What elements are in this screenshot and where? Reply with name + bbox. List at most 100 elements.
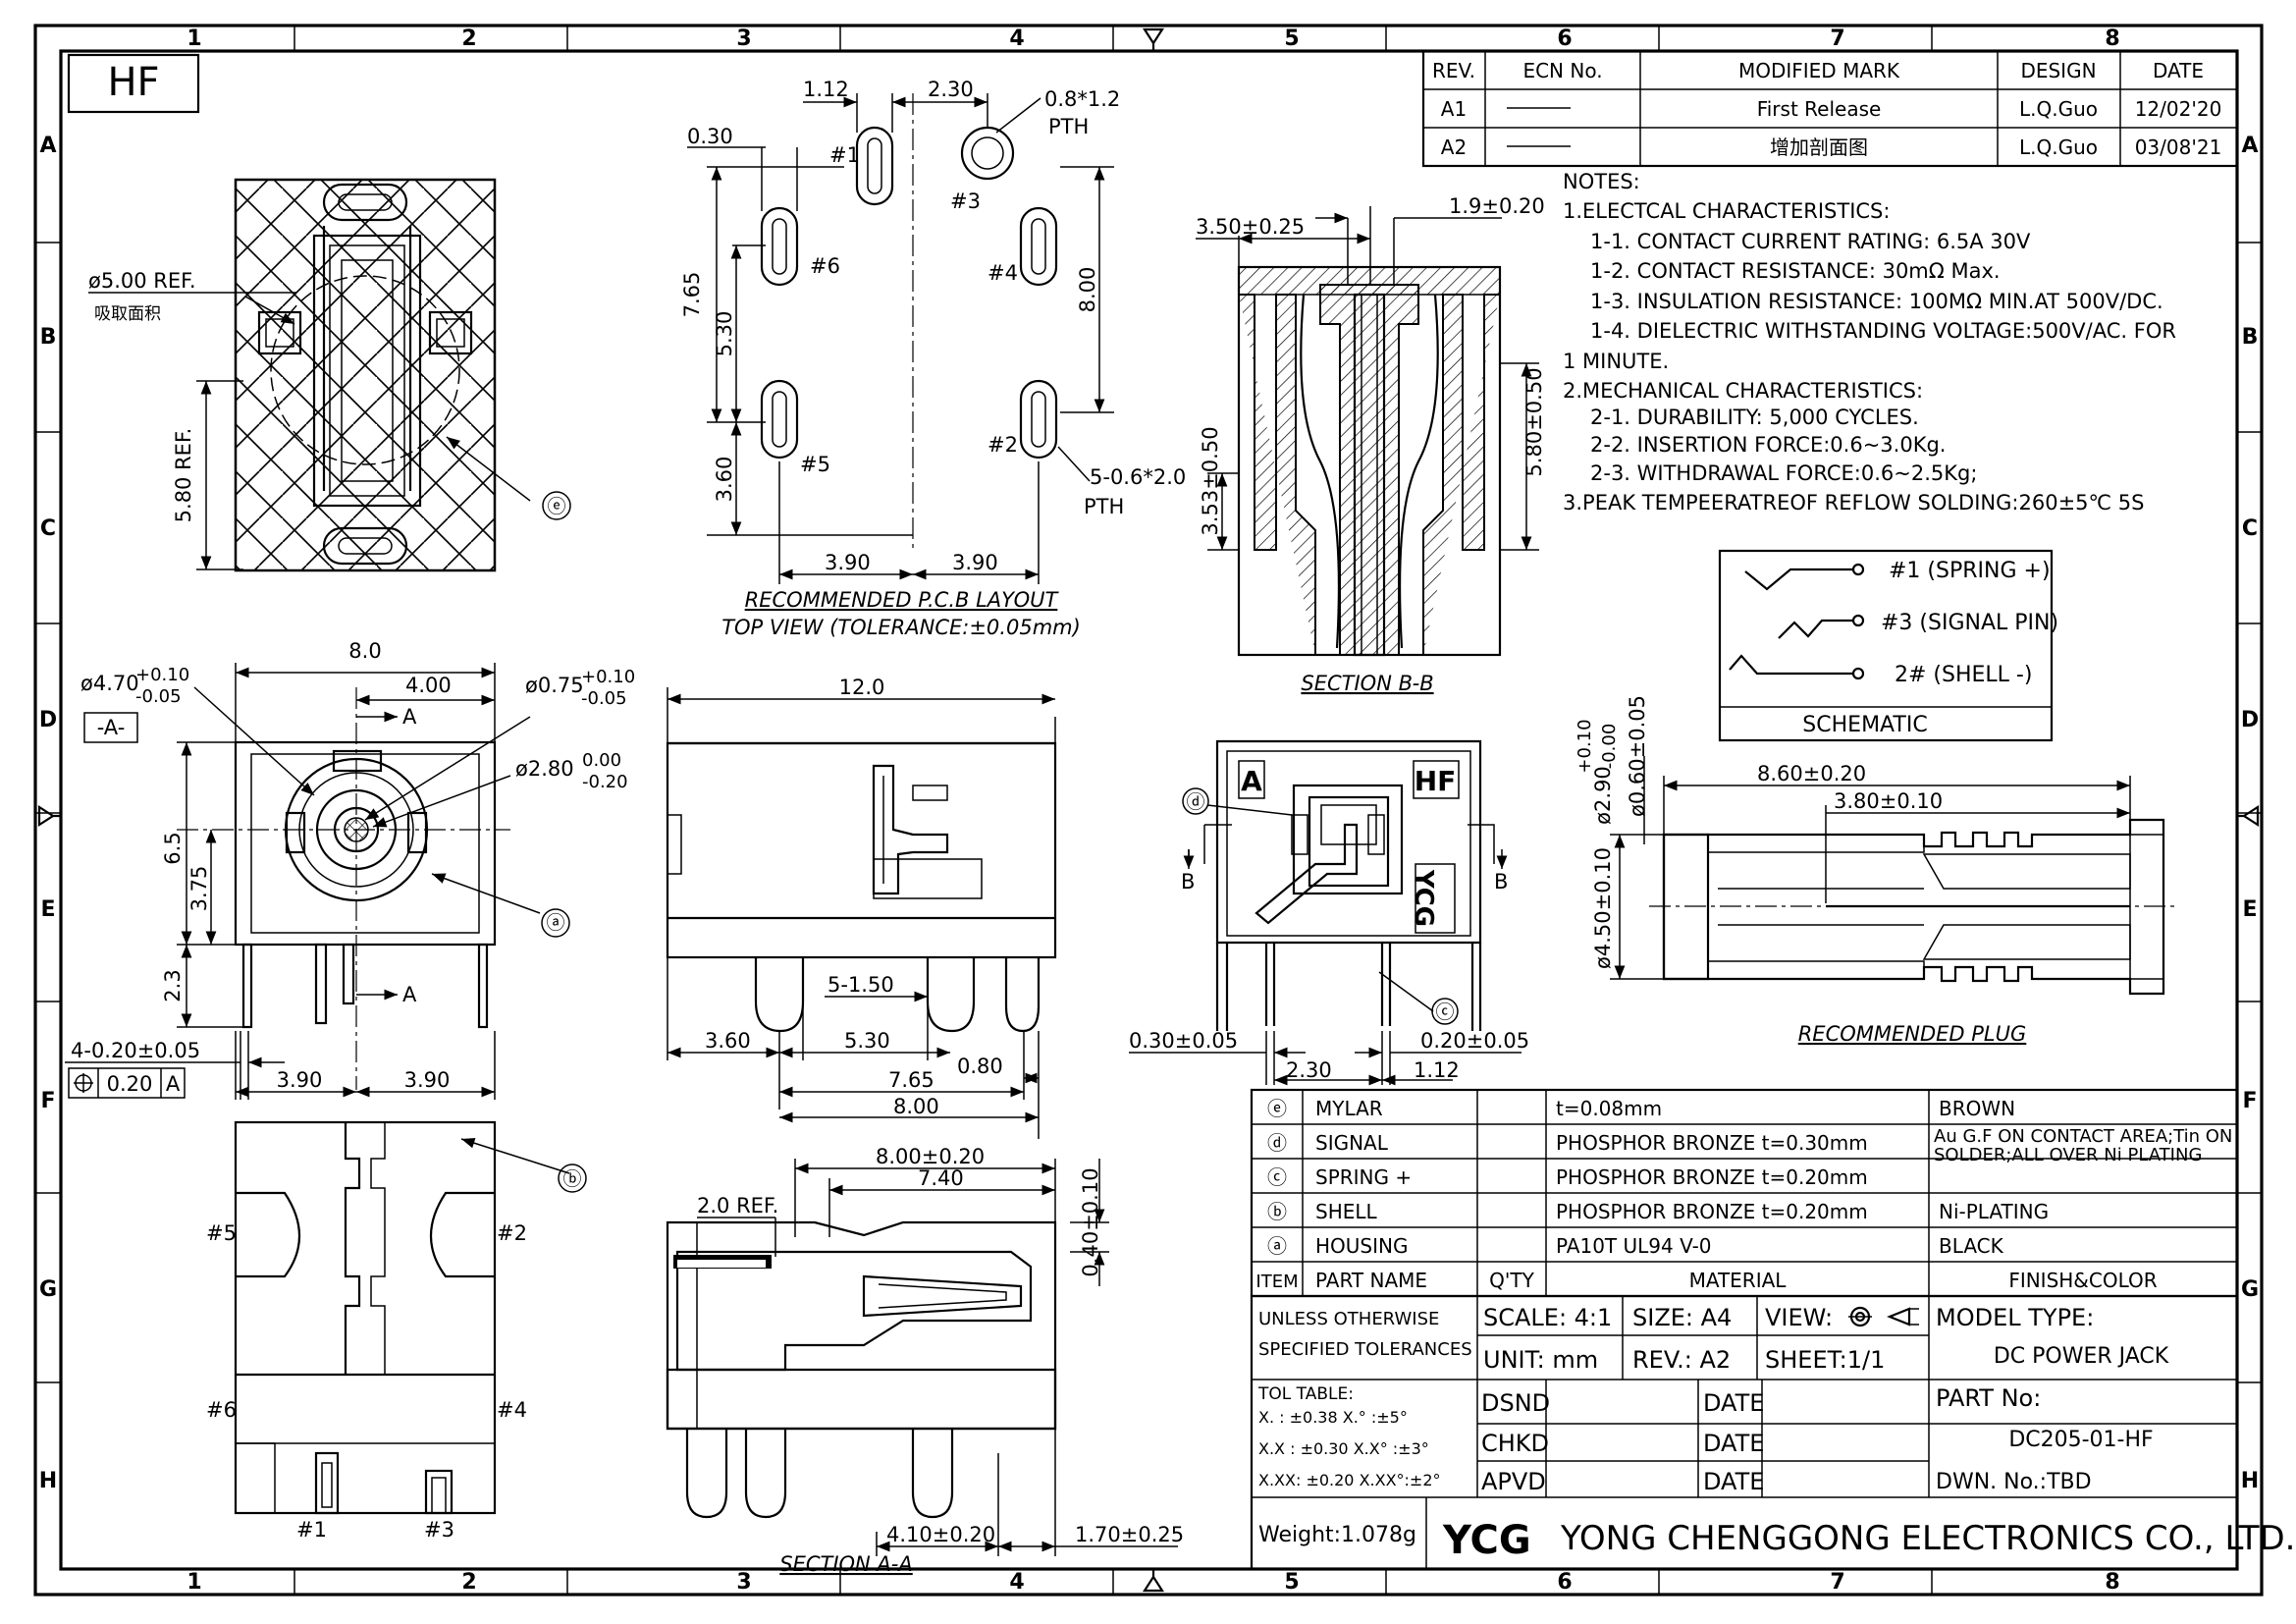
rev-header-design: DESIGN xyxy=(2020,59,2096,82)
bom-header-item: ITEM xyxy=(1255,1272,1298,1292)
pcb-hole-1: #1 xyxy=(829,143,860,167)
notes-line-5: 1-4. DIELECTRIC WITHSTANDING VOLTAGE:500… xyxy=(1590,319,2176,343)
col-4-top: 4 xyxy=(1009,27,1024,51)
pcb-pth-2: PTH xyxy=(1084,495,1124,518)
row-D-left: D xyxy=(39,708,57,732)
aa-dim-800: 8.00±0.20 xyxy=(876,1145,985,1168)
callout-d: ⓓ xyxy=(1186,791,1204,813)
tb-tol-row-2: X.X : ±0.30 X.X° :±3° xyxy=(1258,1439,1429,1458)
tb-weight: Weight:1.078g xyxy=(1258,1523,1416,1547)
rear-side-logo: YCG xyxy=(1409,869,1438,927)
tb-size: SIZE: A4 xyxy=(1632,1304,1732,1331)
pcb-hole-3: #3 xyxy=(950,189,981,213)
pcb-dim-230: 2.30 xyxy=(928,78,974,101)
front-dim-280: ø2.80 xyxy=(515,757,574,781)
rear-dim-112: 1.12 xyxy=(1414,1058,1460,1082)
col-6-bottom: 6 xyxy=(1557,1570,1572,1595)
bom-row2-material: PHOSPHOR BRONZE t=0.30mm xyxy=(1556,1131,1868,1155)
side-dim-530: 5.30 xyxy=(844,1029,890,1053)
bottom-pin-5: #5 xyxy=(206,1221,237,1245)
side-dim-360: 3.60 xyxy=(705,1029,751,1053)
rev-row2-date: 03/08'21 xyxy=(2135,135,2222,159)
bom-row4-material: PHOSPHOR BRONZE t=0.20mm xyxy=(1556,1200,1868,1223)
tb-model: DC POWER JACK xyxy=(1994,1344,2169,1369)
front-dim-470: ø4.70 xyxy=(80,672,139,695)
tb-unit: UNIT: mm xyxy=(1483,1346,1598,1374)
rev-row2-rev: A2 xyxy=(1441,135,1467,159)
pcb-hole-4: #4 xyxy=(988,261,1018,285)
rear-dim-020: 0.20±0.05 xyxy=(1420,1029,1529,1053)
rear-dim-030: 0.30±0.05 xyxy=(1129,1029,1238,1053)
plug-dim-450: ø4.50±0.10 xyxy=(1591,847,1615,969)
row-A-right: A xyxy=(2241,134,2258,158)
bb-dim-350: 3.50±0.25 xyxy=(1196,215,1305,239)
notes-line-3: 1-2. CONTACT RESISTANCE: 30mΩ Max. xyxy=(1590,259,2001,283)
bom-row1-item: ⓔ xyxy=(1267,1097,1287,1120)
bom-row4-part: SHELL xyxy=(1315,1200,1378,1223)
col-1-top: 1 xyxy=(187,27,201,51)
dim-ref500: ø5.00 REF. xyxy=(88,269,196,293)
row-G-right: G xyxy=(2241,1277,2259,1302)
rev-row1-mark: First Release xyxy=(1757,97,1882,121)
bom-row5-item: ⓐ xyxy=(1267,1234,1287,1258)
schematic-title: SCHEMATIC xyxy=(1802,713,1927,737)
col-4-bottom: 4 xyxy=(1009,1570,1024,1595)
bom-header-material: MATERIAL xyxy=(1689,1269,1788,1292)
recommended-plug xyxy=(1610,756,2179,996)
bb-dim-353: 3.53±0.50 xyxy=(1199,426,1222,535)
bom-row5-part: HOUSING xyxy=(1315,1234,1408,1258)
tb-rev: REV.: A2 xyxy=(1632,1346,1731,1374)
row-E-left: E xyxy=(40,897,55,922)
plug-dim-060: ø0.60±0.05 xyxy=(1626,695,1649,817)
notes-line-2: 1-1. CONTACT CURRENT RATING: 6.5A 30V xyxy=(1590,230,2031,253)
tb-model-label: MODEL TYPE: xyxy=(1936,1304,2094,1331)
company-name: YONG CHENGGONG ELECTRONICS CO., LTD. xyxy=(1560,1519,2295,1558)
row-C-right: C xyxy=(2242,516,2258,541)
tolerance-datum: A xyxy=(166,1072,181,1096)
rev-row2-mark: 增加剖面图 xyxy=(1770,135,1868,159)
top-view xyxy=(88,178,571,572)
pcb-dim-390-right: 3.90 xyxy=(952,551,998,574)
row-H-right: H xyxy=(2241,1469,2259,1493)
side-dim-120: 12.0 xyxy=(839,676,885,699)
rev-header-ecn: ECN No. xyxy=(1522,59,1602,82)
tb-tol-row-1: X. : ±0.38 X.° :±5° xyxy=(1258,1408,1408,1427)
front-dim-075: ø0.75 xyxy=(525,674,584,697)
center-mark-right xyxy=(2237,804,2260,828)
bom-row3-part: SPRING + xyxy=(1315,1165,1412,1189)
tb-scale: SCALE: 4:1 xyxy=(1483,1304,1612,1331)
front-dim-470-lower: -0.05 xyxy=(135,686,182,707)
pcb-hole-6: #6 xyxy=(810,254,840,278)
title-block xyxy=(1250,1294,2239,1571)
callout-b: ⓑ xyxy=(562,1168,581,1190)
col-8-top: 8 xyxy=(2105,27,2119,51)
section-aa xyxy=(666,1159,1178,1556)
tb-part-no: DC205-01-HF xyxy=(2008,1428,2153,1452)
schematic-pin-2: 2# (SHELL -) xyxy=(1895,663,2032,687)
pcb-layout-title: RECOMMENDED P.C.B LAYOUT xyxy=(745,588,1060,612)
hf-badge-text: HF xyxy=(107,60,159,105)
row-D-right: D xyxy=(2241,708,2259,732)
bom-header-finish: FINISH&COLOR xyxy=(2008,1269,2157,1292)
bom-row2-item: ⓓ xyxy=(1267,1131,1287,1155)
pcb-dim-360: 3.60 xyxy=(713,457,736,503)
front-view xyxy=(65,663,570,1100)
aa-dim-740: 7.40 xyxy=(918,1166,964,1190)
company-logo: YCG xyxy=(1442,1518,1531,1563)
rev-header-date: DATE xyxy=(2153,59,2204,82)
col-5-top: 5 xyxy=(1284,27,1299,51)
front-dim-80: 8.0 xyxy=(348,639,381,663)
notes-title: NOTES: xyxy=(1563,170,1640,193)
row-C-left: C xyxy=(40,516,56,541)
pcb-hole-2: #2 xyxy=(988,433,1018,457)
rev-row1-rev: A1 xyxy=(1441,97,1467,121)
section-bb xyxy=(1196,206,1539,657)
pcb-hole-5: #5 xyxy=(800,453,830,476)
notes-line-6: 1 MINUTE. xyxy=(1563,350,1669,373)
pcb-dim-030: 0.30 xyxy=(687,125,733,148)
schematic: #1 (SPRING +) #3 (SIGNAL PIN) 2# (SHELL … xyxy=(1718,549,2058,742)
row-B-right: B xyxy=(2242,325,2259,350)
aa-dim-20: 2.0 REF. xyxy=(697,1194,778,1218)
aa-dim-170: 1.70±0.25 xyxy=(1075,1523,1184,1546)
bom-row2-finish-box: Au G.F ON CONTACT AREA;Tin ON SOLDER;ALL… xyxy=(1934,1127,2232,1164)
